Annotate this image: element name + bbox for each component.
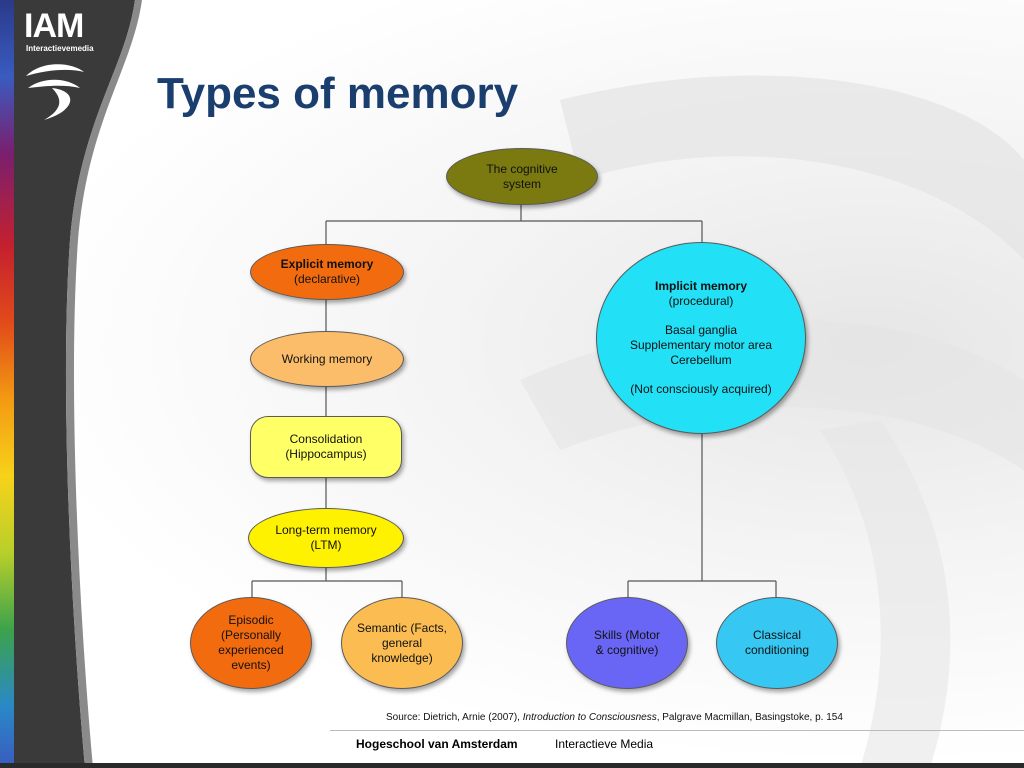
node-classical-conditioning-label: Classical conditioning	[744, 628, 810, 657]
node-classical-conditioning: Classical conditioning	[716, 597, 838, 689]
left-banner	[14, 0, 142, 768]
node-implicit-area-cerebellum: Cerebellum	[670, 353, 732, 367]
node-consolidation-line2: (Hippocampus)	[285, 447, 367, 461]
node-implicit-memory: Implicit memory (procedural) Basal gangl…	[596, 242, 806, 434]
node-ltm-line1: Long-term memory	[275, 523, 377, 537]
node-long-term-memory: Long-term memory (LTM)	[248, 508, 404, 568]
node-cognitive-system-label: The cognitive system	[486, 161, 558, 191]
source-suffix: , Palgrave Macmillan, Basingstoke, p. 15…	[656, 712, 843, 723]
logo-text: IAM	[24, 7, 84, 45]
node-explicit-memory: Explicit memory (declarative)	[250, 244, 404, 300]
node-working-memory-label: Working memory	[281, 351, 373, 366]
color-stripe	[0, 0, 14, 768]
source-book-title: Introduction to Consciousness	[522, 712, 657, 723]
node-implicit-memory-note: (Not consciously acquired)	[630, 382, 772, 396]
node-episodic-label: Episodic (Personally experienced events)	[218, 613, 284, 672]
page-title: Types of memory	[157, 69, 519, 118]
node-implicit-memory-title: Implicit memory	[654, 279, 748, 293]
footer-department: Interactieve Media	[555, 737, 654, 751]
node-semantic: Semantic (Facts, general knowledge)	[341, 597, 463, 689]
footer-institution: Hogeschool van Amsterdam	[356, 737, 518, 751]
node-episodic: Episodic (Personally experienced events)	[190, 597, 312, 689]
source-prefix: Source: Dietrich, Arnie (2007),	[386, 712, 523, 723]
node-implicit-area-basal-ganglia: Basal ganglia	[664, 323, 738, 337]
node-consolidation-line1: Consolidation	[289, 432, 363, 446]
node-consolidation: Consolidation (Hippocampus)	[250, 416, 402, 478]
footer-divider	[330, 730, 1024, 731]
source-citation: Source: Dietrich, Arnie (2007), Introduc…	[386, 712, 843, 723]
node-cognitive-system: The cognitive system	[446, 148, 598, 205]
node-implicit-area-supplementary-motor: Supplementary motor area	[629, 338, 773, 352]
node-explicit-memory-subtitle: (declarative)	[293, 272, 361, 286]
node-ltm-line2: (LTM)	[310, 538, 342, 552]
node-skills-label: Skills (Motor & cognitive)	[593, 628, 660, 657]
node-semantic-label: Semantic (Facts, general knowledge)	[356, 620, 448, 665]
logo-subtext: Interactievemedia	[26, 44, 94, 53]
node-implicit-memory-subtitle: (procedural)	[668, 294, 734, 308]
logo-swirl-icon	[26, 64, 84, 120]
node-skills: Skills (Motor & cognitive)	[566, 597, 688, 689]
node-explicit-memory-title: Explicit memory	[280, 257, 374, 271]
bottom-border	[0, 763, 1024, 768]
node-working-memory: Working memory	[250, 331, 404, 387]
